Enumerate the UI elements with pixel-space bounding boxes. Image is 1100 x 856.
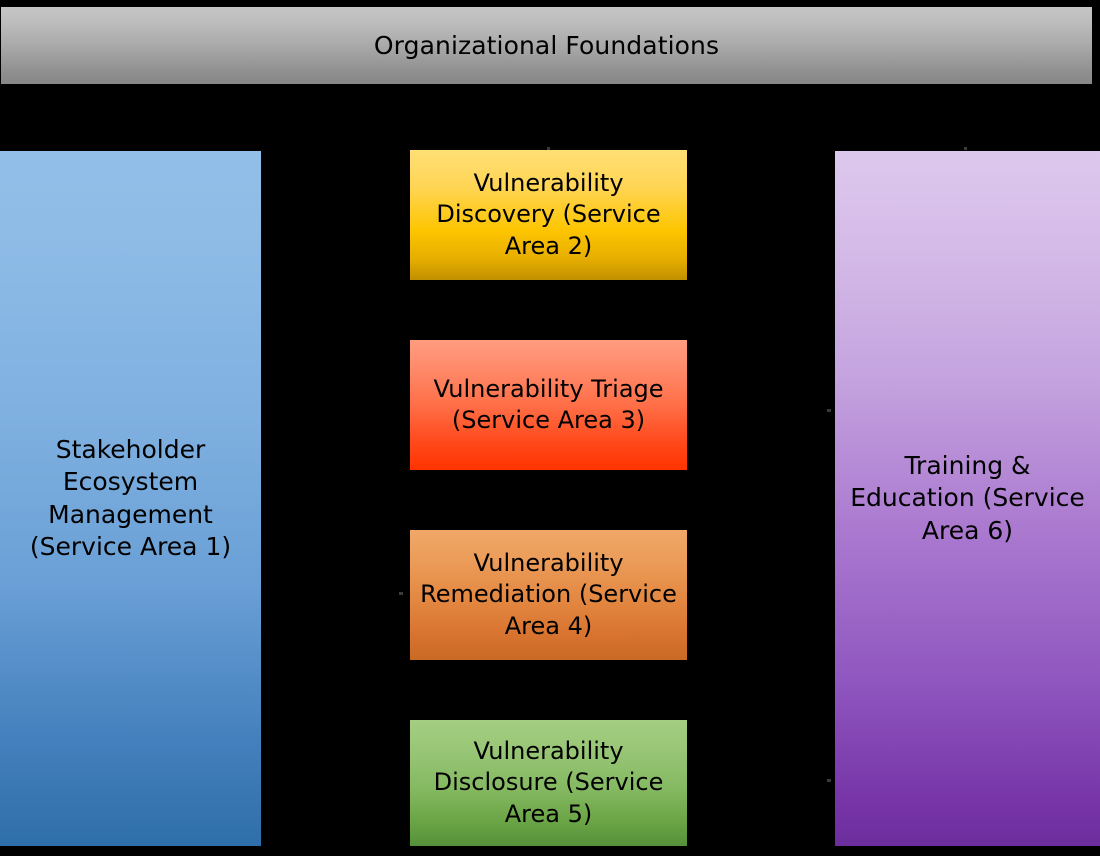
service-area-6-box[interactable]: Training & Education (Service Area 6) bbox=[835, 151, 1100, 846]
service-area-5-label: Vulnerability Disclosure (Service Area 5… bbox=[433, 737, 664, 828]
service-area-3-box[interactable]: Vulnerability Triage (Service Area 3) bbox=[410, 340, 687, 470]
service-area-2-box[interactable]: Vulnerability Discovery (Service Area 2) bbox=[410, 150, 687, 280]
service-area-2-label: Vulnerability Discovery (Service Area 2) bbox=[436, 169, 661, 260]
service-area-6-label: Training & Education (Service Area 6) bbox=[850, 450, 1085, 545]
service-area-4-label: Vulnerability Remediation (Service Area … bbox=[420, 549, 677, 640]
connector-stub-left-remediation bbox=[399, 592, 403, 595]
connector-stub-left-training-lower bbox=[827, 779, 831, 782]
connector-stub-top-center bbox=[547, 147, 550, 150]
service-area-1-box[interactable]: Stakeholder Ecosystem Management (Servic… bbox=[0, 151, 261, 846]
organizational-foundations-banner: Organizational Foundations bbox=[0, 6, 1092, 84]
connector-stub-left-training-upper bbox=[827, 409, 831, 412]
service-area-4-box[interactable]: Vulnerability Remediation (Service Area … bbox=[410, 530, 687, 660]
service-area-3-label: Vulnerability Triage (Service Area 3) bbox=[433, 374, 664, 434]
connector-stub-top-right bbox=[964, 147, 967, 150]
banner-title: Organizational Foundations bbox=[373, 31, 720, 60]
service-area-5-box[interactable]: Vulnerability Disclosure (Service Area 5… bbox=[410, 720, 687, 846]
service-area-1-label: Stakeholder Ecosystem Management (Servic… bbox=[29, 434, 232, 562]
